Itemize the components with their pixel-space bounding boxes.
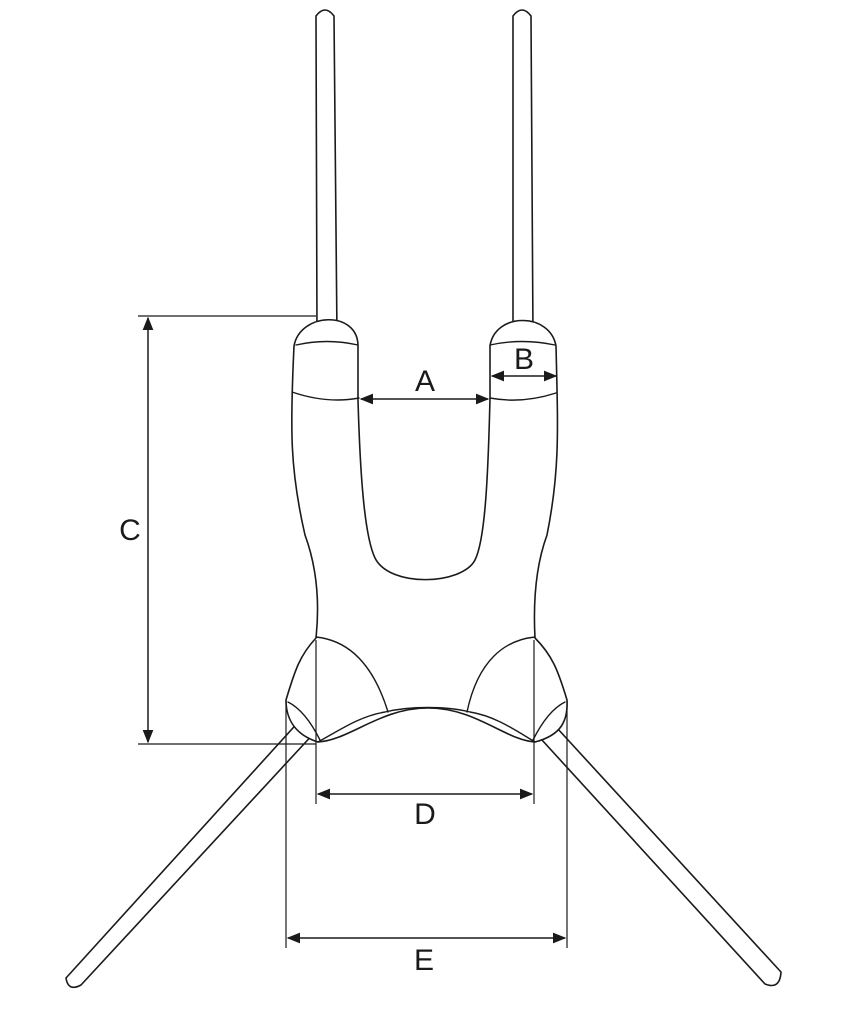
left-strap-pad-bottom-seam xyxy=(291,391,360,401)
dimension-c-label: C xyxy=(119,514,141,547)
right-strap-pad-top-seam xyxy=(489,340,556,346)
dimension-e-label: E xyxy=(414,944,434,977)
right-strap-pad-bottom-seam xyxy=(489,392,557,401)
right-hip-fold xyxy=(532,701,566,741)
dimension-a-label: A xyxy=(415,365,435,398)
right-hip-panel-seam xyxy=(466,636,536,713)
seat-contour xyxy=(317,706,536,743)
left-hip-panel-seam xyxy=(315,636,389,713)
dimension-b-label: B xyxy=(514,343,534,376)
left-top-strap xyxy=(315,9,338,337)
left-bottom-strap xyxy=(65,717,317,989)
dimension-d-label: D xyxy=(414,798,436,831)
left-strap-pad-top-seam xyxy=(295,340,359,346)
right-bottom-strap xyxy=(530,715,782,987)
left-hip-fold xyxy=(287,701,321,741)
right-top-strap xyxy=(512,9,534,337)
